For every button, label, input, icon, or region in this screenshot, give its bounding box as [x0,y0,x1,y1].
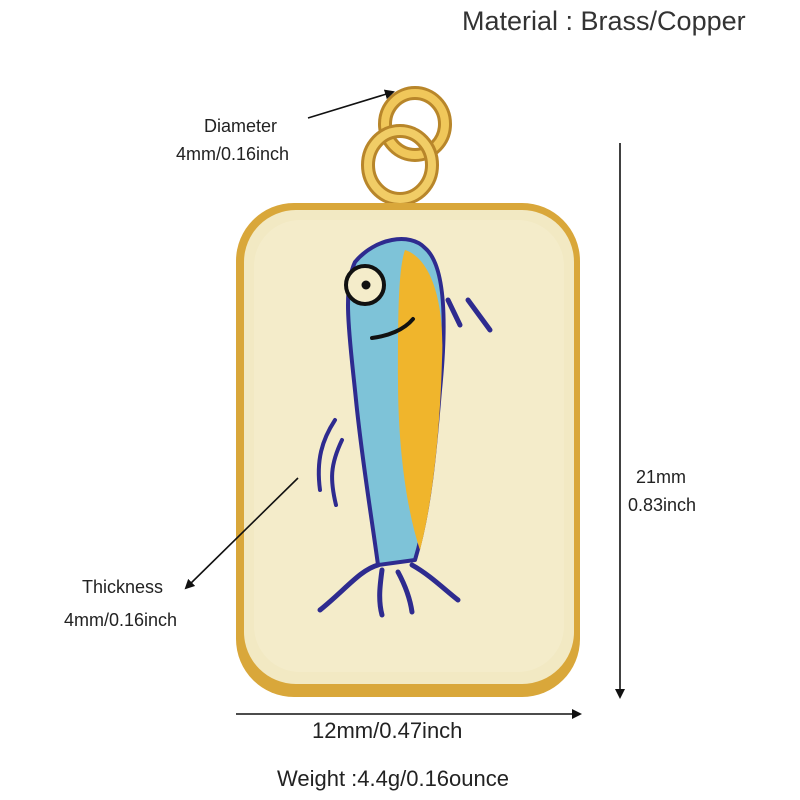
thickness-label: Thickness [82,577,164,597]
dimension-arrows [184,89,625,719]
jump-ring-icon [361,86,452,206]
height-mm-value: 21mm [636,467,687,487]
weight-label: Weight :4.4g/0.16ounce [277,766,509,791]
thickness-arrow [184,477,299,590]
thickness-value: 4mm/0.16inch [64,610,178,630]
width-value: 12mm/0.47inch [312,718,463,743]
material-label: Material : Brass/Copper [462,6,746,36]
diameter-label: Diameter [204,116,278,136]
diameter-arrow [307,89,395,119]
height-inch-value: 0.83inch [628,495,697,515]
diameter-value: 4mm/0.16inch [176,144,290,164]
fish-icon [316,237,493,618]
